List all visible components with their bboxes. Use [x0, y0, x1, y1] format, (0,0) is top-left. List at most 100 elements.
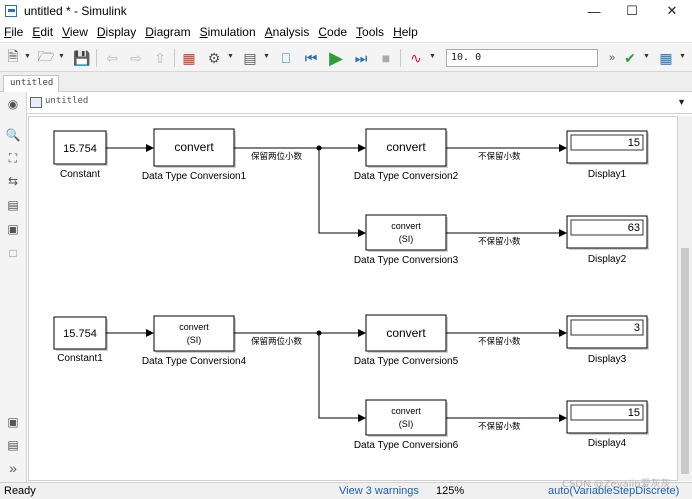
constant-name: Constant	[60, 169, 100, 180]
menu-view[interactable]: View	[62, 25, 88, 39]
build-icon[interactable]: ▦	[659, 49, 673, 66]
up-arrow-icon[interactable]: ⇧	[154, 49, 166, 66]
title-bar: untitled * - Simulink — ☐ ✕	[0, 0, 692, 22]
hide-show-browser-icon[interactable]: ◉	[7, 97, 19, 111]
simulink-icon	[4, 4, 18, 18]
area-icon[interactable]: □	[9, 246, 17, 260]
vertical-scrollbar[interactable]	[678, 116, 692, 481]
signal-label: 不保留小数	[478, 151, 521, 162]
step-forward-icon[interactable]: ⏭	[354, 49, 368, 66]
window-title: untitled * - Simulink	[24, 4, 127, 18]
chevron-down-icon[interactable]: ▼	[58, 53, 65, 60]
gear-icon[interactable]: ⚙	[207, 49, 221, 66]
menu-display[interactable]: Display	[96, 25, 137, 39]
chevron-down-icon[interactable]: ▼	[679, 53, 686, 60]
menu-bar: File Edit View Display Diagram Simulatio…	[0, 22, 692, 42]
chevron-down-icon[interactable]: ▼	[677, 97, 686, 107]
data-type-conversion4-block[interactable]: convert (SI)	[153, 315, 236, 353]
dtc5-name: Data Type Conversion5	[354, 356, 459, 367]
data-type-conversion2-block[interactable]: convert	[365, 128, 448, 168]
save-icon[interactable]: 💾	[73, 49, 91, 66]
signal-label: 保留两位小数	[251, 151, 303, 162]
chevron-down-icon[interactable]: ▼	[429, 53, 436, 60]
display3-block[interactable]: 3	[566, 315, 649, 350]
address-path[interactable]: untitled	[45, 96, 89, 106]
expand-chevron-icon[interactable]: »	[9, 460, 17, 476]
more-chevron-icon[interactable]: »	[608, 52, 616, 64]
data-type-conversion5-block[interactable]: convert	[365, 314, 448, 353]
data-inspector-icon[interactable]: ∿	[410, 49, 422, 66]
annotation-icon[interactable]: ▤	[7, 198, 19, 212]
data-type-conversion6-block[interactable]: convert (SI)	[365, 399, 448, 437]
fit-to-view-icon[interactable]: ⛶	[8, 150, 18, 165]
menu-file[interactable]: File	[4, 25, 24, 39]
constant1-block[interactable]: 15.754	[53, 316, 108, 351]
display4-block[interactable]: 15	[566, 400, 649, 435]
record-icon[interactable]: ⎕	[281, 49, 291, 66]
signal-label: 不保留小数	[478, 421, 521, 432]
image-icon[interactable]: ▣	[7, 222, 19, 236]
arrows-icon[interactable]: ⇆	[7, 174, 19, 188]
menu-diagram[interactable]: Diagram	[145, 25, 191, 39]
data-type-conversion1-block[interactable]: convert	[153, 128, 236, 168]
menu-help[interactable]: Help	[393, 25, 418, 39]
chevron-down-icon[interactable]: ▼	[643, 53, 650, 60]
close-button[interactable]: ✕	[666, 3, 678, 18]
library-browser-icon[interactable]: ▦	[182, 49, 196, 66]
report-icon[interactable]: ▤	[7, 438, 19, 452]
dtc6-name: Data Type Conversion6	[354, 440, 459, 451]
tab-strip: untitled	[0, 72, 692, 92]
model-advisor-icon[interactable]: ✔	[624, 49, 636, 66]
stop-time-input[interactable]: 10. 0	[446, 49, 598, 67]
chevron-down-icon[interactable]: ▼	[24, 53, 31, 60]
dtc4-label: convert	[179, 322, 209, 332]
display2-name: Display2	[588, 254, 627, 265]
zoom-icon[interactable]: 🔍	[5, 128, 21, 142]
signal-label: 不保留小数	[478, 336, 521, 347]
dtc6-sublabel: (SI)	[399, 419, 414, 429]
chevron-down-icon[interactable]: ▼	[263, 53, 270, 60]
dtc4-name: Data Type Conversion4	[142, 356, 247, 367]
minimize-button[interactable]: —	[587, 3, 601, 19]
scroll-thumb[interactable]	[681, 248, 689, 474]
dtc2-name: Data Type Conversion2	[354, 171, 459, 182]
dtc5-label: convert	[386, 326, 426, 340]
display3-value: 3	[634, 322, 640, 334]
solver-link[interactable]: auto(VariableStepDiscrete)	[548, 485, 680, 497]
chevron-down-icon[interactable]: ▼	[227, 53, 234, 60]
warnings-link[interactable]: View 3 warnings	[339, 485, 419, 497]
open-folder-icon[interactable]: 🗁	[37, 48, 55, 64]
tab-untitled[interactable]: untitled	[3, 75, 59, 92]
new-model-icon[interactable]: 🗎	[7, 48, 19, 64]
model-explorer-icon[interactable]: ▤	[243, 49, 257, 66]
constant1-name: Constant1	[57, 353, 103, 364]
camera-icon[interactable]: ▣	[7, 415, 19, 429]
dtc6-label: convert	[391, 406, 421, 416]
menu-tools[interactable]: Tools	[356, 25, 385, 39]
menu-simulation[interactable]: Simulation	[199, 25, 256, 39]
status-bar: Ready View 3 warnings 125% auto(Variable…	[0, 482, 692, 499]
menu-analysis[interactable]: Analysis	[264, 25, 310, 39]
address-bar: untitled ▼	[27, 92, 692, 114]
menu-code[interactable]: Code	[318, 25, 348, 39]
display1-name: Display1	[588, 169, 627, 180]
display1-value: 15	[628, 137, 640, 149]
stop-icon[interactable]: ■	[381, 50, 391, 66]
signal-label: 保留两位小数	[251, 336, 303, 347]
display4-value: 15	[628, 407, 640, 419]
forward-arrow-icon[interactable]: ⇨	[130, 49, 142, 66]
display1-block[interactable]: 15	[566, 130, 649, 165]
constant-block[interactable]: 15.754	[53, 130, 108, 166]
run-icon[interactable]: ▶	[329, 47, 343, 68]
step-back-icon[interactable]: ⏮	[304, 49, 318, 66]
dtc1-name: Data Type Conversion1	[142, 171, 247, 182]
menu-edit[interactable]: Edit	[32, 25, 54, 39]
model-icon	[30, 97, 42, 108]
left-palette: ◉ 🔍 ⛶ ⇆ ▤ ▣ □ ▣ ▤ »	[0, 92, 27, 482]
back-arrow-icon[interactable]: ⇦	[106, 49, 118, 66]
status-text: Ready	[4, 485, 36, 497]
display2-block[interactable]: 63	[566, 215, 649, 250]
maximize-button[interactable]: ☐	[626, 3, 638, 18]
data-type-conversion3-block[interactable]: convert (SI)	[365, 214, 448, 252]
